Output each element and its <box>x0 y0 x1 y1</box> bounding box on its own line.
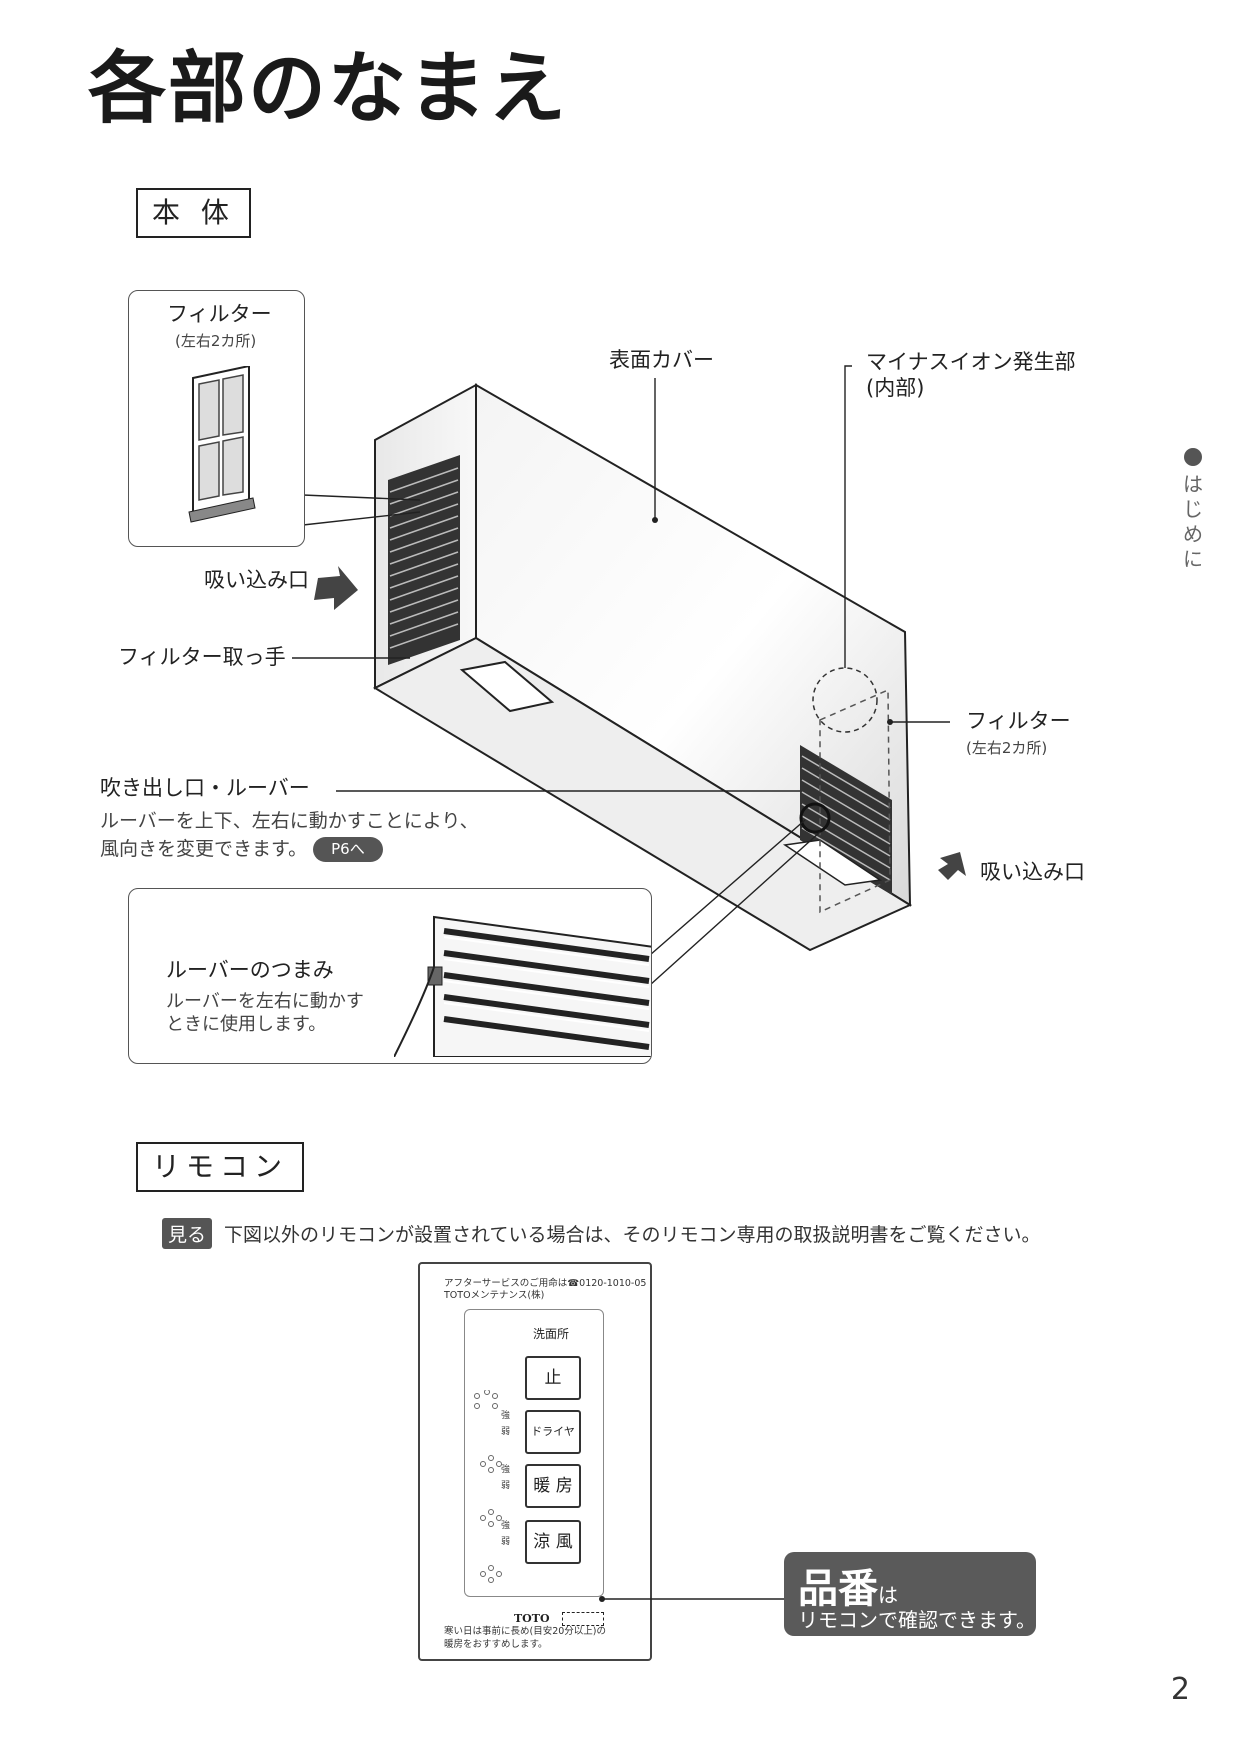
stop-button[interactable]: 止 <box>525 1356 581 1400</box>
label-outlet-desc-2-row: 風向きを変更できます。P6へ <box>100 836 383 864</box>
remote-service-line-1: アフターサービスのご用命は☎0120-1010-05 <box>444 1278 647 1289</box>
filter-callout <box>128 290 305 547</box>
page-number: 2 <box>1170 1672 1190 1707</box>
remote-room-label: 洗面所 <box>533 1327 570 1341</box>
product-code-big: 品番 <box>798 1566 878 1612</box>
unit-bottom-slot <box>459 660 555 713</box>
page-title: 各部のなまえ <box>88 44 569 134</box>
remote-bottom-note: 寒い日は事前に長め(目安20分以上)の 暖房をおすすめします。 <box>444 1626 606 1652</box>
level-strong-label: 強 <box>501 1411 511 1421</box>
heating-level-indicator: 強 弱 <box>501 1462 510 1494</box>
label-ion-generator: マイナスイオン発生部 <box>866 350 1076 374</box>
section-heading-body: 本 体 <box>136 188 251 238</box>
right-grille <box>782 745 892 895</box>
left-grille <box>388 455 460 665</box>
label-surface-cover: 表面カバー <box>609 348 714 372</box>
label-filter-handle: フィルター取っ手 <box>118 645 286 669</box>
label-outlet-louver: 吹き出し口・ルーバー <box>100 776 310 800</box>
remote-bottom-line-1: 寒い日は事前に長め(目安20分以上)の <box>444 1626 607 1637</box>
side-tab-char: は <box>1183 472 1203 496</box>
level-weak-label: 弱 <box>501 1481 511 1491</box>
label-louver-knob-desc-1: ルーバーを左右に動かす <box>166 991 364 1012</box>
side-tab-char: め <box>1183 522 1203 546</box>
section-heading-remote: リモコン <box>136 1142 305 1192</box>
louver-closeup <box>394 915 651 1057</box>
remote-control: アフターサービスのご用命は☎0120-1010-05 TOTOメンテナンス(株)… <box>418 1262 652 1661</box>
product-code-info: 品番は リモコンで確認できます。 <box>784 1552 1036 1636</box>
remote-bottom-line-2: 暖房をおすすめします。 <box>444 1638 548 1650</box>
side-tab-dot-icon <box>1184 448 1202 466</box>
dryer-level-indicator: 強 弱 <box>501 1408 510 1440</box>
see-badge-icon: 見る <box>162 1218 213 1249</box>
remote-brand-logo: TOTO <box>514 1612 550 1625</box>
label-louver-knob-desc-2: ときに使用します。 <box>166 1014 327 1035</box>
heating-button[interactable]: 暖 房 <box>525 1464 581 1508</box>
remote-note: 見る下図以外のリモコンが設置されている場合は、そのリモコン専用の取扱説明書をご覧… <box>162 1218 1040 1249</box>
indicator-dots <box>474 1390 502 1583</box>
label-intake-right: 吸い込み口 <box>980 860 1085 884</box>
filter-icon <box>188 366 256 523</box>
label-louver-knob: ルーバーのつまみ <box>166 958 334 982</box>
label-filter-right-sub: (左右2カ所) <box>966 739 1048 757</box>
page-ref-link[interactable]: P6へ <box>313 836 383 863</box>
level-strong-label: 強 <box>501 1465 511 1475</box>
label-ion-generator-sub: (内部) <box>866 376 925 400</box>
level-weak-label: 弱 <box>501 1427 511 1437</box>
label-filter-right: フィルター <box>966 709 1071 733</box>
remote-panel: 洗面所 止 強 弱 ドライヤー 強 弱 暖 房 強 弱 涼 風 <box>464 1309 604 1597</box>
product-code-line2: リモコンで確認できます。 <box>798 1608 1036 1632</box>
label-outlet-desc-1: ルーバーを上下、左右に動かすことにより、 <box>100 810 479 832</box>
product-code-label-area <box>562 1612 604 1626</box>
note-text: 下図以外のリモコンが設置されている場合は、そのリモコン専用の取扱説明書をご覧くだ… <box>224 1224 1041 1246</box>
right-filter-outline <box>819 688 891 914</box>
label-filter-top: フィルター <box>167 302 272 326</box>
side-tab-char: じ <box>1183 497 1203 521</box>
level-strong-label: 強 <box>501 1521 511 1531</box>
remote-service-line-2: TOTOメンテナンス(株) <box>444 1290 545 1302</box>
label-filter-top-sub: (左右2カ所) <box>175 332 257 350</box>
ion-generator-marker <box>812 667 878 733</box>
product-code-particle: は <box>878 1583 898 1607</box>
side-tab-char: に <box>1183 547 1203 571</box>
label-outlet-desc-2: 風向きを変更できます。 <box>100 838 308 860</box>
remote-service-info: アフターサービスのご用命は☎0120-1010-05 TOTOメンテナンス(株) <box>444 1278 646 1303</box>
label-intake-left: 吸い込み口 <box>204 568 309 592</box>
side-tab: は じ め に <box>1180 448 1206 572</box>
louver-callout <box>128 888 652 1064</box>
cool-level-indicator: 強 弱 <box>501 1518 510 1550</box>
louver-knob-marker <box>799 802 831 834</box>
cool-breeze-button[interactable]: 涼 風 <box>525 1520 581 1564</box>
level-weak-label: 弱 <box>501 1537 511 1547</box>
product-code-title: 品番は <box>798 1556 898 1614</box>
intake-arrow-right-icon <box>938 852 966 880</box>
intake-arrow-left-icon <box>314 566 358 610</box>
